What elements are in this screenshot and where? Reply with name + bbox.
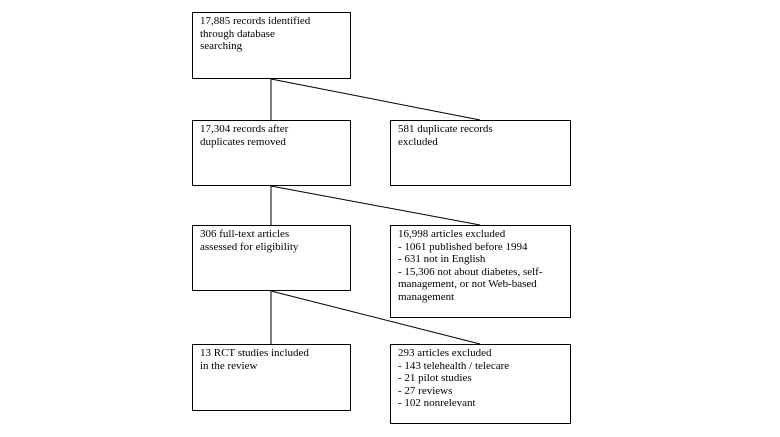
box-text-line: - 27 reviews bbox=[398, 384, 453, 397]
records-after-duplicates-box: 17,304 records after duplicates removed bbox=[192, 120, 351, 186]
box-text-line: 581 duplicate records bbox=[398, 123, 493, 135]
eligibility-excluded-box: 293 articles excluded - 143 telehealth /… bbox=[390, 344, 571, 424]
box-text-line: excluded bbox=[398, 135, 438, 148]
box-text-line: - 21 pilot studies bbox=[398, 372, 472, 385]
box-text-line: - 143 telehealth / telecare bbox=[398, 359, 510, 372]
box-text-line: searching bbox=[200, 40, 243, 53]
box-text-line: - 15,306 not about diabetes, self- bbox=[398, 265, 543, 278]
box-text-line: management, or not Web-based bbox=[398, 278, 537, 291]
box-text-line: 16,998 articles excluded bbox=[398, 228, 506, 240]
records-identified-box: 17,885 records identified through databa… bbox=[192, 12, 351, 79]
box-text-line: assessed for eligibility bbox=[200, 240, 299, 253]
duplicates-excluded-box: 581 duplicate records excluded bbox=[390, 120, 571, 186]
box-text-line: 13 RCT studies included bbox=[200, 347, 309, 359]
studies-included-box: 13 RCT studies included in the review bbox=[192, 344, 351, 411]
box-text-line: 293 articles excluded bbox=[398, 347, 492, 359]
box-text-line: - 102 nonrelevant bbox=[398, 397, 476, 410]
screening-excluded-box: 16,998 articles excluded - 1061 publishe… bbox=[390, 225, 571, 318]
box-text-line: 17,885 records identified bbox=[200, 15, 311, 27]
connector-identified-to-duplicates-excluded bbox=[270, 78, 481, 121]
box-text-line: management bbox=[398, 290, 455, 303]
box-text-line: in the review bbox=[200, 359, 258, 372]
connector-full-text-to-articles-excluded bbox=[270, 290, 481, 345]
box-text-line: - 1061 published before 1994 bbox=[398, 240, 528, 253]
box-text-line: through database bbox=[200, 27, 275, 40]
box-text-line: 17,304 records after bbox=[200, 123, 289, 135]
box-text-line: - 631 not in English bbox=[398, 253, 486, 266]
box-text-line: 306 full-text articles bbox=[200, 228, 290, 240]
box-text-line: duplicates removed bbox=[200, 135, 286, 148]
connector-after-duplicates-to-articles-excluded bbox=[270, 185, 481, 226]
full-text-assessed-box: 306 full-text articles assessed for elig… bbox=[192, 225, 351, 291]
